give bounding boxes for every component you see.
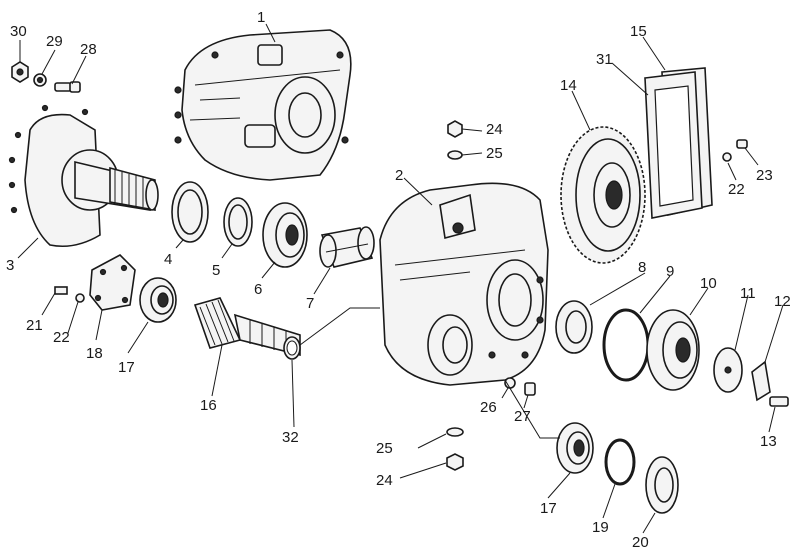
callout-14: 14 (560, 77, 577, 94)
seal-8 (555, 300, 593, 354)
callout-31: 31 (596, 51, 613, 68)
callout-5: 5 (212, 262, 220, 279)
callout-29: 29 (46, 33, 63, 50)
callout-11: 11 (740, 285, 756, 302)
callout-8: 8 (638, 259, 646, 276)
hardware-26-27 (504, 377, 536, 396)
callout-21: 21 (26, 317, 43, 334)
leader-lines (17, 23, 784, 534)
main-gearbox-housing (379, 182, 549, 386)
callout-15: 15 (630, 23, 647, 40)
callout-16: 16 (200, 397, 217, 414)
bearing-17-bottom (556, 422, 594, 474)
circlip-9 (602, 308, 650, 382)
callout-4: 4 (164, 251, 172, 268)
hardware-28-29-30 (11, 61, 81, 93)
snap-ring-32 (283, 336, 301, 360)
callout-20: 20 (632, 534, 649, 549)
callout-17-left: 17 (118, 359, 135, 376)
callout-9: 9 (666, 263, 674, 280)
washer-11 (713, 347, 743, 393)
ring-gear-14 (560, 126, 646, 264)
lock-plate-12 (751, 360, 771, 402)
plug-24-top (447, 120, 463, 160)
seal-20 (645, 456, 679, 514)
callout-26: 26 (480, 399, 497, 416)
callout-1: 1 (257, 9, 265, 26)
callout-labels: 1 2 3 4 5 6 7 8 9 10 11 12 13 14 15 16 1… (6, 9, 791, 549)
ring-5 (223, 197, 253, 247)
callout-18: 18 (86, 345, 103, 362)
bearing-17-left (139, 277, 177, 323)
output-flange-shaft (8, 104, 159, 248)
callout-22-left: 22 (53, 329, 70, 346)
plug-24-bottom (446, 427, 464, 471)
callout-25-bottom: 25 (376, 440, 393, 457)
callout-10: 10 (700, 275, 717, 292)
sleeve-7 (319, 226, 375, 268)
callout-17-bottom: 17 (540, 500, 557, 517)
bearing-10 (646, 309, 700, 391)
callout-23: 23 (756, 167, 773, 184)
callout-13: 13 (760, 433, 777, 450)
hardware-22-23 (722, 139, 748, 162)
assembled-gearbox-housing (174, 29, 352, 181)
callout-32: 32 (282, 429, 299, 446)
callout-6: 6 (254, 281, 262, 298)
seal-4 (171, 181, 209, 243)
gasket-31 (644, 71, 703, 219)
callout-3: 3 (6, 257, 14, 274)
callout-28: 28 (80, 41, 97, 58)
circlip-19 (604, 438, 636, 486)
callout-30: 30 (10, 23, 27, 40)
callout-19: 19 (592, 519, 609, 536)
bearing-6 (262, 202, 308, 268)
callout-24-top: 24 (486, 121, 503, 138)
callout-22-right: 22 (728, 181, 745, 198)
bolt-13 (769, 396, 789, 407)
cover-plate-18 (54, 254, 136, 311)
callout-25-top: 25 (486, 145, 503, 162)
callout-24-bottom: 24 (376, 472, 393, 489)
callout-7: 7 (306, 295, 314, 312)
callout-2: 2 (395, 167, 403, 184)
callout-27: 27 (514, 408, 531, 425)
callout-12: 12 (774, 293, 791, 310)
